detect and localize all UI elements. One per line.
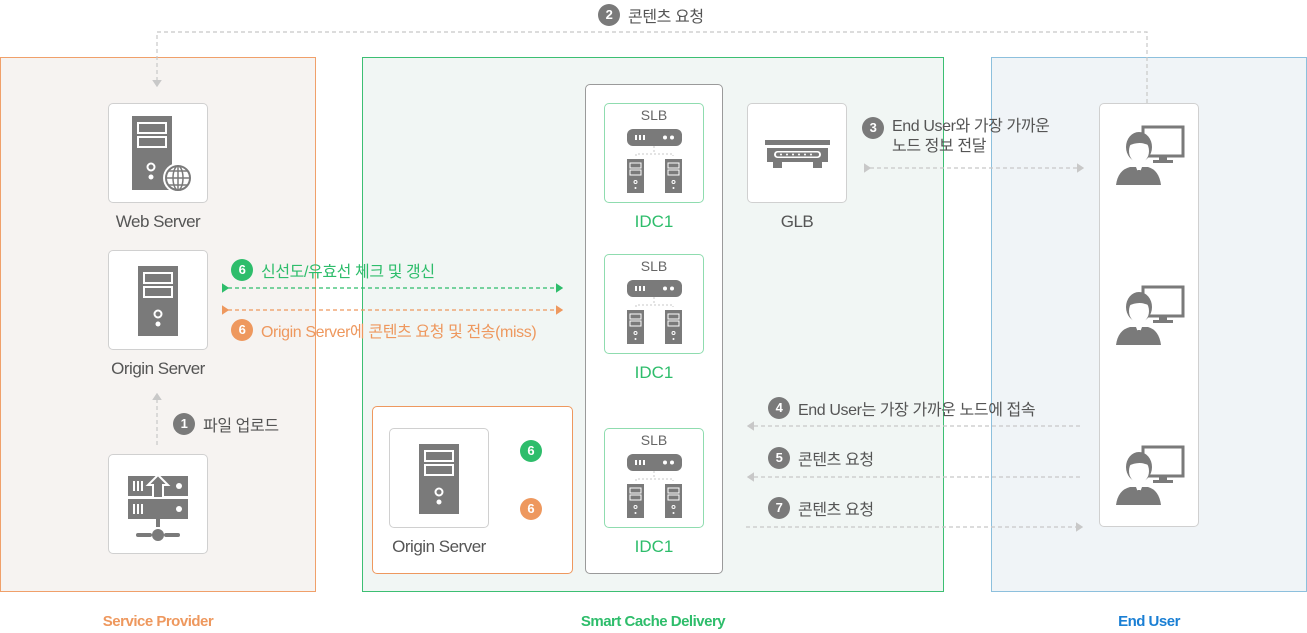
user-pc-icon[interactable] [1110,442,1190,512]
idc-3-slb-card[interactable]: SLB [604,428,704,528]
step-5-badge: 5 [768,447,790,469]
glb-card[interactable] [747,103,847,203]
origin-server-label: Origin Server [111,359,205,378]
slb-icon [627,454,682,518]
slb-label: SLB [640,432,668,448]
web-server-card[interactable] [108,103,208,203]
step-6-inner-orange-badge: 6 [520,498,542,520]
step-2-badge: 2 [598,4,620,26]
step-6-orange-badge: 6 [231,319,253,341]
origin-server-icon [138,266,178,336]
step-6-inner-green-badge: 6 [520,440,542,462]
upload-server-card[interactable] [108,454,208,554]
slb-label: SLB [640,107,668,123]
idc-2-slb-card[interactable]: SLB [604,254,704,354]
idc-3-label: IDC1 [634,537,674,556]
step-3-label: 3 End User와 가장 가까운 노드 정보 전달 [862,117,1050,157]
upload-server-icon [128,473,188,541]
step-6-inner-green: 6 [520,440,542,462]
scd-origin-server-card[interactable] [389,428,489,528]
end-user-label: End User [1118,613,1180,630]
scd-origin-server-icon [419,444,459,514]
service-provider-label: Service Provider [102,613,214,630]
user-pc-icon[interactable] [1110,122,1190,192]
step-4-badge: 4 [768,397,790,419]
scd-origin-server-label: Origin Server [392,537,486,556]
step-1-badge: 1 [173,413,195,435]
step-6-inner-orange: 6 [520,498,542,520]
idc-1-label: IDC1 [634,212,674,231]
slb-icon [627,280,682,344]
user-pc-icon[interactable] [1110,282,1190,352]
slb-label: SLB [640,258,668,274]
web-server-label: Web Server [115,212,201,231]
step-7-badge: 7 [768,497,790,519]
idc-2-label: IDC1 [634,363,674,382]
step2-line [152,31,1148,103]
step-6-green-badge: 6 [231,259,253,281]
origin-server-card[interactable] [108,250,208,350]
web-server-icon [132,116,193,193]
slb-icon [627,129,682,193]
step-3-badge: 3 [862,117,884,139]
glb-label: GLB [780,212,814,231]
smart-cache-delivery-label: Smart Cache Delivery [580,613,726,630]
idc-1-slb-card[interactable]: SLB [604,103,704,203]
glb-icon [765,140,830,168]
